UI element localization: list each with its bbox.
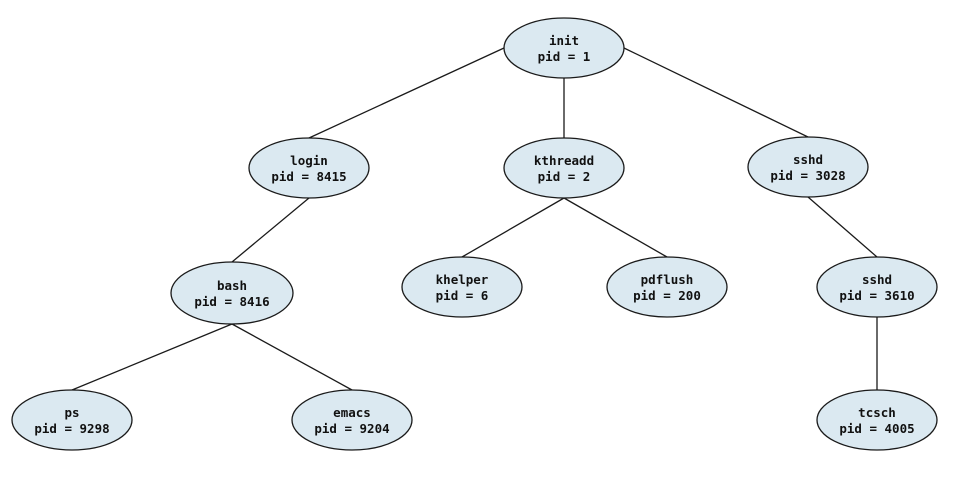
process-pid-label: pid = 200 [633,288,701,303]
process-pid-label: pid = 3610 [839,288,914,303]
process-name-label: bash [217,278,247,293]
process-name-label: login [290,153,328,168]
process-name-label: sshd [793,152,823,167]
edges-layer [71,47,878,391]
process-node-shape [816,389,938,451]
process-node-shape [170,261,294,325]
process-name-label: emacs [333,405,371,420]
process-pid-label: pid = 2 [538,169,591,184]
process-node-shape [503,137,625,199]
process-pid-label: pid = 8416 [194,294,269,309]
process-pid-label: pid = 1 [538,49,591,64]
process-pid-label: pid = 3028 [770,168,845,183]
edge-kthreadd-to-khelper [461,197,565,258]
process-pid-label: pid = 4005 [839,421,914,436]
process-name-label: init [549,33,579,48]
edge-init-to-login [308,47,505,139]
process-name-label: ps [64,405,79,420]
process-name-label: sshd [862,272,892,287]
process-name-label: kthreadd [534,153,594,168]
process-pid-label: pid = 9298 [34,421,109,436]
process-node-shape [291,389,413,451]
process-pid-label: pid = 6 [436,288,489,303]
edge-sshd1-to-sshd2 [807,196,878,258]
edge-login-to-bash [231,197,310,263]
process-node-shape [11,389,133,451]
process-pid-label: pid = 8415 [271,169,346,184]
edge-bash-to-emacs [231,323,353,391]
process-name-label: khelper [436,272,489,287]
process-name-label: pdflush [641,272,694,287]
process-node-shape [816,256,938,318]
process-node-shape [248,137,370,199]
process-node-shape [401,256,523,318]
process-node-shape [503,17,625,79]
process-pid-label: pid = 9204 [314,421,389,436]
edge-init-to-sshd1 [623,47,809,138]
edge-kthreadd-to-pdflush [563,197,668,258]
edge-bash-to-ps [71,323,233,391]
process-node-shape [747,136,869,198]
process-name-label: tcsch [858,405,896,420]
process-node-shape [606,256,728,318]
